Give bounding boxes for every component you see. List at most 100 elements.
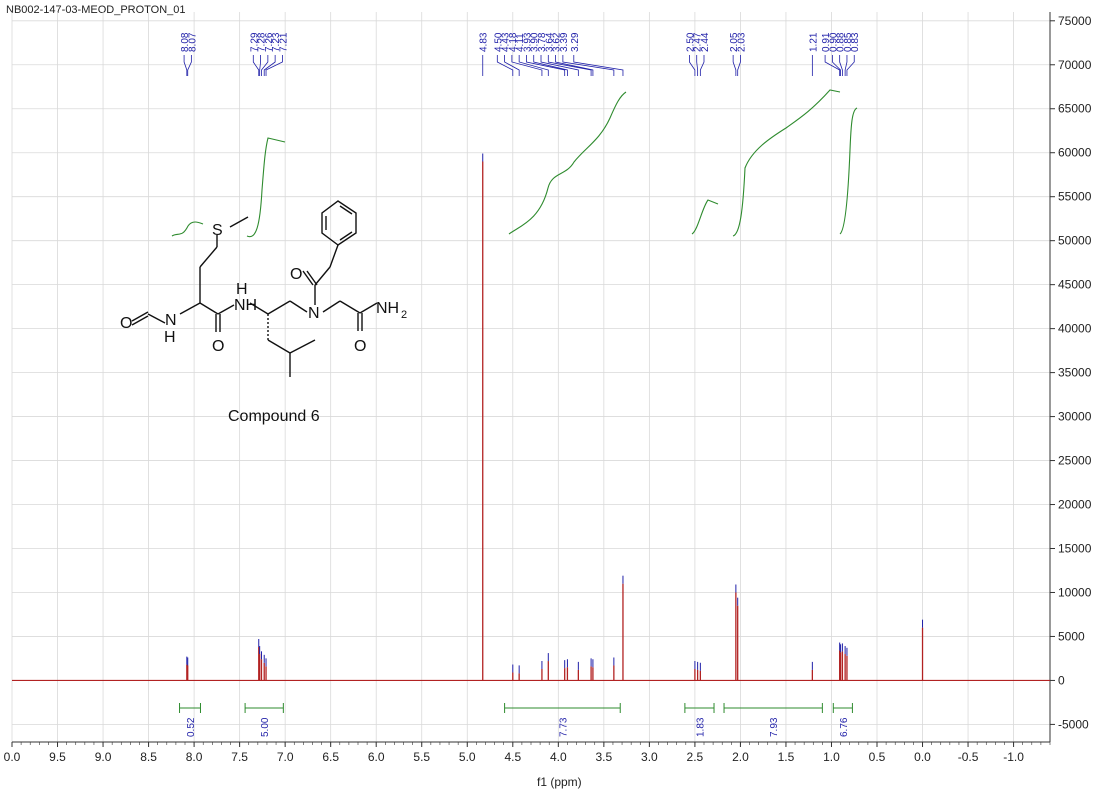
y-tick-label: 30000 — [1058, 410, 1092, 424]
peak-label-leader — [831, 55, 841, 76]
integral-curve — [508, 91, 627, 235]
chemical-structure: O N H S O NH H N O O NH 2 — [120, 200, 407, 377]
x-tick-label: 4.5 — [504, 750, 521, 764]
y-tick-label: 45000 — [1058, 278, 1092, 292]
peak-label-leader — [547, 55, 592, 76]
integral-label: 6.76 — [839, 717, 850, 737]
peak-label: 7.28 — [257, 32, 268, 52]
x-tick-label: 5.0 — [459, 750, 476, 764]
integral-label: 0.52 — [186, 717, 197, 737]
peak-label-leader — [573, 55, 624, 76]
integral-label: 5.00 — [260, 717, 271, 737]
x-tick-label: 0.0 — [914, 750, 931, 764]
peak-label-leader — [555, 55, 594, 76]
peak-label: 4.50 — [493, 32, 504, 52]
x-tick-label: 6.0 — [368, 750, 385, 764]
atom-h2: H — [236, 281, 248, 298]
atom-n1: N — [165, 312, 177, 329]
x-tick-label: 5.5 — [413, 750, 430, 764]
peak-label-leader — [839, 55, 843, 76]
x-tick-label: 7.0 — [277, 750, 294, 764]
peak-label-leader — [183, 55, 188, 76]
peak-label-leader — [824, 55, 841, 76]
x-tick-label: 6.5 — [322, 750, 339, 764]
atom-s: S — [212, 222, 223, 239]
y-tick-label: 25000 — [1058, 454, 1092, 468]
peak-label: 3.29 — [570, 32, 581, 52]
peak-label-leader — [265, 55, 283, 76]
peak-label: 7.26 — [264, 32, 275, 52]
peak-label: 3.39 — [559, 32, 570, 52]
peak-label-leader — [699, 55, 705, 76]
integral-curve — [246, 137, 286, 238]
peak-label: 2.50 — [685, 32, 696, 52]
compound-label-text: Compound 6 — [228, 408, 320, 425]
y-tick-label: 0 — [1058, 673, 1065, 687]
peak-label: 0.83 — [850, 32, 861, 52]
atom-nh2: NH — [376, 300, 399, 317]
y-tick-label: 15000 — [1058, 542, 1092, 556]
peak-label: 3.62 — [552, 32, 563, 52]
x-tick-label: -0.5 — [958, 750, 979, 764]
peak-label: 3.64 — [544, 32, 555, 52]
peak-label: 8.08 — [180, 32, 191, 52]
atom-h1: H — [164, 329, 176, 346]
x-tick-label: 8.5 — [140, 750, 157, 764]
compound-label: Compound 6 — [228, 408, 320, 426]
y-tick-label: 65000 — [1058, 102, 1092, 116]
peak-label-leader — [540, 55, 579, 76]
integral-curve — [839, 107, 858, 235]
atom-o1: O — [120, 315, 132, 332]
peak-label-leader — [562, 55, 615, 76]
peak-label: 2.05 — [729, 32, 740, 52]
peak-label: 0.85 — [843, 32, 854, 52]
atom-n3: N — [308, 305, 320, 322]
peak-label: 0.88 — [836, 32, 847, 52]
peak-label-leader — [518, 55, 549, 76]
y-tick-label: 40000 — [1058, 322, 1092, 336]
peak-label-leader — [737, 55, 741, 76]
atom-o4: O — [354, 338, 366, 355]
peak-label-leader — [732, 55, 737, 76]
atom-nh2-sub: 2 — [401, 309, 407, 321]
peak-label-leader — [696, 55, 699, 76]
peak-label-leader — [504, 55, 520, 76]
x-tick-label: 1.0 — [823, 750, 840, 764]
peak-label-leader — [252, 55, 260, 76]
spectrum-title: NB002-147-03-MEOD_PROTON_01 — [6, 4, 186, 16]
peak-label-leader — [526, 55, 566, 76]
peak-label: 7.29 — [249, 32, 260, 52]
y-tick-label: 5000 — [1058, 629, 1085, 643]
peak-label: 3.90 — [530, 32, 541, 52]
peak-label: 2.03 — [736, 32, 747, 52]
peak-label-leader — [533, 55, 568, 76]
peak-label-leader — [261, 55, 269, 76]
peak-label-leader — [259, 55, 261, 76]
peak-label-leader — [846, 55, 855, 76]
y-tick-label: 35000 — [1058, 366, 1092, 380]
y-tick-label: 50000 — [1058, 234, 1092, 248]
peak-label-leader — [844, 55, 848, 76]
y-tick-label: 70000 — [1058, 58, 1092, 72]
integral-label: 7.73 — [558, 717, 569, 737]
peak-label-leader — [187, 55, 192, 76]
x-tick-label: 0.5 — [869, 750, 886, 764]
x-tick-label: 3.5 — [595, 750, 612, 764]
y-tick-label: 20000 — [1058, 498, 1092, 512]
x-tick-label: 2.0 — [732, 750, 749, 764]
atom-nh: NH — [234, 297, 257, 314]
y-tick-label: 10000 — [1058, 585, 1092, 599]
y-tick-label: 75000 — [1058, 14, 1092, 28]
atom-o3: O — [290, 266, 302, 283]
y-tick-label: 55000 — [1058, 190, 1092, 204]
x-axis-label: f1 (ppm) — [537, 775, 582, 789]
peak-label: 8.07 — [187, 32, 198, 52]
x-tick-label: 4.0 — [550, 750, 567, 764]
peak-label: 2.47 — [693, 32, 704, 52]
peak-label: 4.43 — [501, 32, 512, 52]
peak-label: 3.93 — [522, 32, 533, 52]
peak-label-leader — [689, 55, 696, 76]
peak-label: 4.18 — [508, 32, 519, 52]
